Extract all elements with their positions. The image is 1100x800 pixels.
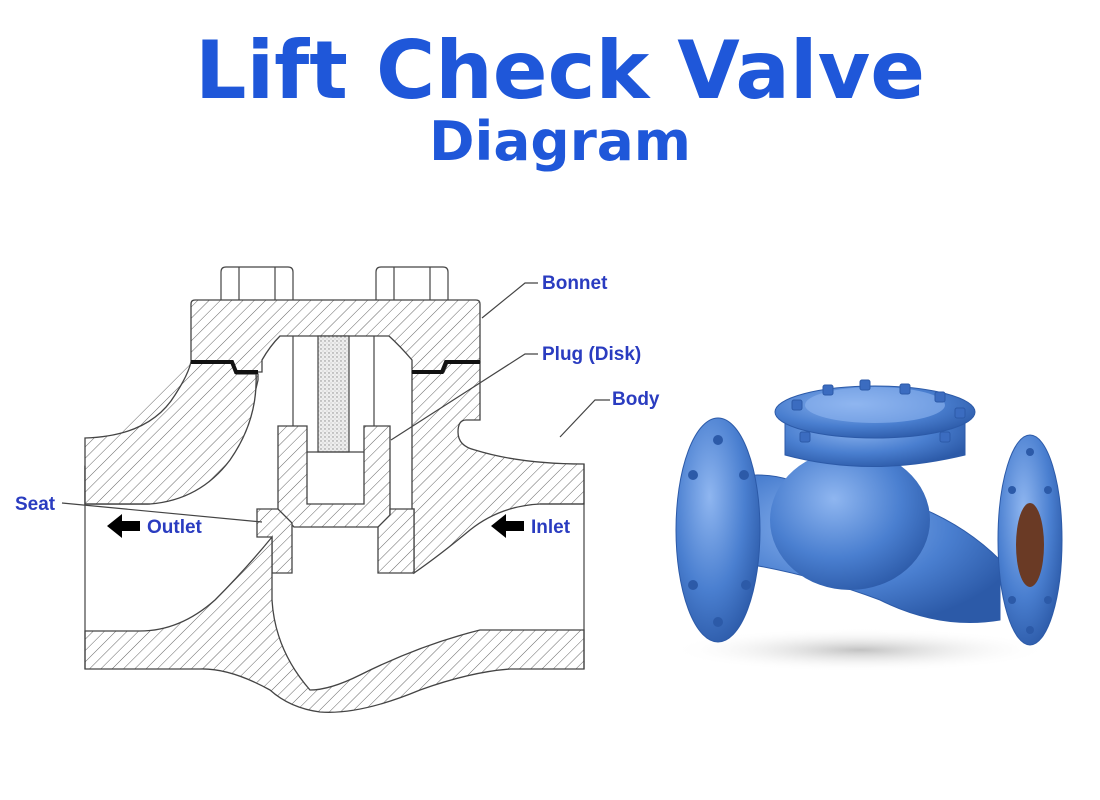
label-outlet: Outlet	[147, 517, 203, 538]
label-bonnet: Bonnet	[542, 273, 608, 294]
cross-section-diagram	[84, 266, 585, 713]
seat-left	[256, 508, 293, 574]
label-plug: Plug (Disk)	[542, 344, 641, 365]
seat-right	[377, 508, 415, 574]
page-subtitle: Diagram	[429, 110, 691, 173]
label-inlet: Inlet	[531, 517, 571, 538]
stem	[317, 335, 350, 453]
body-right-wall	[411, 361, 585, 575]
arrow-left-icon	[107, 514, 140, 538]
bolt-right	[375, 266, 449, 300]
bolt-left	[220, 266, 294, 300]
label-seat: Seat	[15, 494, 56, 515]
leader-lines	[61, 282, 610, 523]
body-left-wall	[84, 361, 257, 505]
page-title: Lift Check Valve	[195, 24, 925, 117]
arrow-left-icon	[491, 514, 524, 538]
valve-photo	[670, 379, 1063, 672]
label-body: Body	[612, 389, 660, 410]
body-partition	[84, 535, 585, 713]
